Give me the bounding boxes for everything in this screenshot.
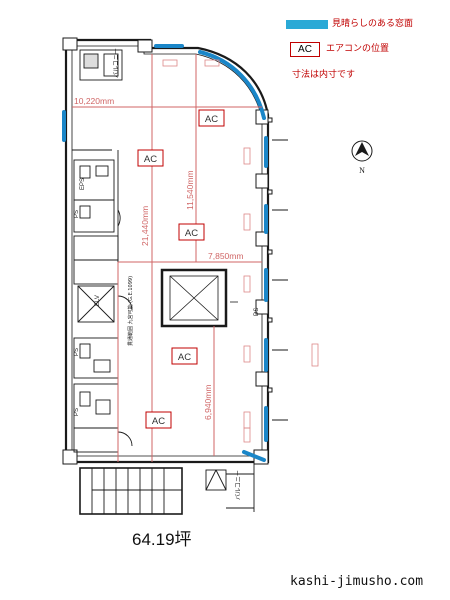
dim-width-top: 10,220mm — [74, 96, 114, 106]
ac-unit-label: AC — [185, 228, 198, 239]
ac-unit-label: AC — [178, 352, 191, 363]
dim-length-total: 21,440mm — [140, 206, 150, 246]
ac-unit: AC — [145, 411, 172, 429]
balcony-label: バルコニー — [235, 470, 242, 500]
ps-label: PS — [74, 408, 80, 416]
ac-unit-label: AC — [152, 416, 165, 427]
legend-ac-symbol: AC — [290, 42, 320, 57]
balcony-label: バルコニー — [113, 48, 120, 78]
view-windows — [62, 44, 268, 462]
ac-unit: AC — [198, 109, 225, 127]
view-window-swatch — [286, 20, 328, 29]
north-compass-icon: N — [351, 140, 373, 175]
outlet-marks — [162, 59, 319, 443]
legend-note: 寸法は内寸です — [292, 70, 356, 80]
eps-label: EPS — [80, 178, 86, 190]
dim-length-upper: 11,540mm — [185, 170, 195, 210]
ac-unit: AC — [171, 347, 198, 365]
facade-fins — [267, 117, 288, 421]
central-shaft — [160, 268, 238, 328]
ac-unit: AC — [137, 149, 164, 167]
ds-label: DS — [254, 308, 260, 316]
shaft-note: 貫通範囲 九宮可能 (G.E.1099) — [127, 276, 134, 346]
staircase — [79, 462, 255, 515]
dim-length-lower: 6,940mm — [203, 385, 213, 420]
legend-ac-text: エアコンの位置 — [326, 44, 390, 54]
ps-label: PS — [74, 210, 80, 218]
site-url: kashi-jimusho.com — [290, 574, 424, 589]
service-core — [72, 49, 133, 456]
compass-label: N — [359, 166, 365, 175]
floor-area: 64.19坪 — [132, 530, 192, 549]
ac-unit: AC — [178, 223, 205, 241]
legend-view-window-text: 見晴らしのある窓面 — [332, 19, 414, 29]
ps-label: PS — [74, 348, 80, 356]
ac-unit-label: AC — [205, 114, 218, 125]
dim-width-middle: 7,850mm — [208, 251, 243, 261]
ac-unit-label: AC — [144, 154, 157, 165]
elevator-label: ELV — [95, 295, 101, 306]
